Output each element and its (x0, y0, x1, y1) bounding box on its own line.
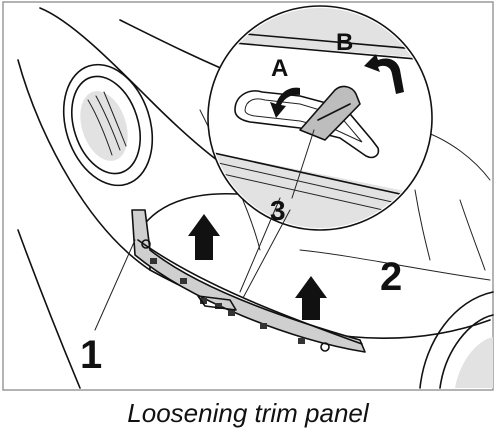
callout-1-leader (94, 239, 136, 331)
callout-b-label: B (336, 29, 353, 56)
figure-caption: Loosening trim panel (127, 398, 370, 428)
lift-arrow-right-icon (295, 276, 327, 320)
callout-2-label: 2 (380, 255, 402, 299)
callout-3-leaders (239, 129, 315, 299)
callout-a-label: A (271, 55, 288, 82)
trim-panel (131, 209, 366, 353)
callout-1-label: 1 (80, 333, 102, 377)
right-headlight (419, 291, 494, 389)
callout-3-label: 3 (270, 195, 286, 226)
lift-arrow-left-icon (188, 214, 220, 260)
left-headlight (62, 63, 154, 187)
detail-magnifier (207, 5, 433, 231)
